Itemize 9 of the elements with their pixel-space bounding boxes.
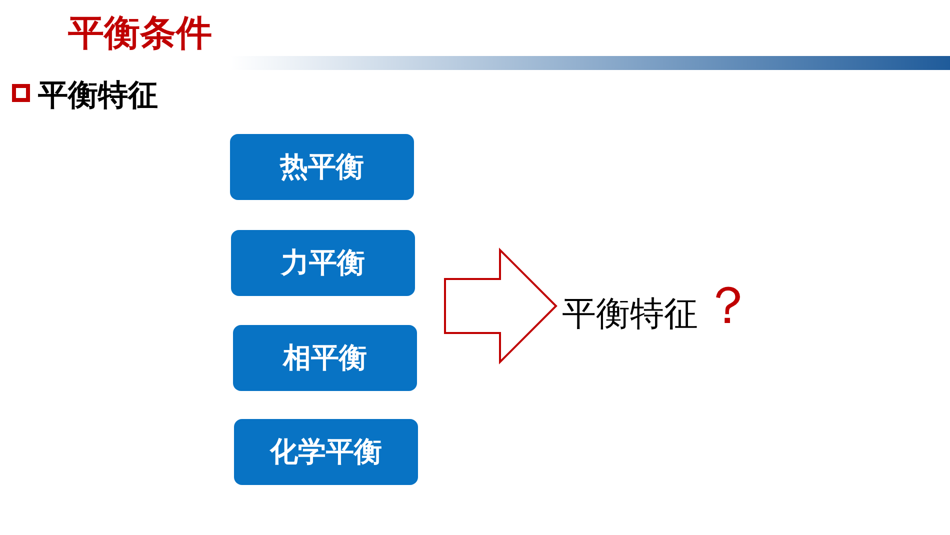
section-heading: 平衡特征 xyxy=(38,77,158,115)
slide-title: 平衡条件 xyxy=(68,12,212,56)
process-box: 相平衡 xyxy=(233,325,417,391)
block-arrow xyxy=(444,248,558,364)
process-box: 热平衡 xyxy=(230,134,414,200)
question-mark: ？ xyxy=(702,276,754,336)
process-box: 化学平衡 xyxy=(234,419,418,485)
process-box: 力平衡 xyxy=(231,230,415,296)
result-text: 平衡特征 xyxy=(562,293,698,336)
